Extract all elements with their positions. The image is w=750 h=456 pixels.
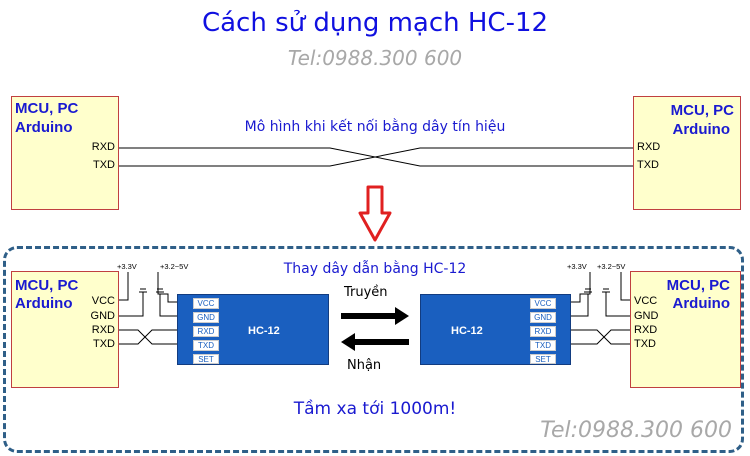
box-title-line1: MCU, PC bbox=[666, 277, 730, 294]
supply-3v3-right: +3.3V bbox=[567, 262, 587, 271]
top-right-mcu-box: MCU, PC Arduino RXD TXD bbox=[633, 96, 741, 210]
box-title-line1: MCU, PC bbox=[15, 277, 79, 294]
phone-number-bottom: Tel:0988.300 600 bbox=[540, 418, 732, 443]
pin-rxd: RXD bbox=[91, 141, 115, 153]
box-title-line2: Arduino bbox=[15, 295, 73, 312]
module-label: HC-12 bbox=[451, 325, 483, 337]
diagram-title: Cách sử dụng mạch HC-12 bbox=[201, 8, 549, 38]
top-left-mcu-box: MCU, PC Arduino RXD TXD bbox=[11, 96, 119, 210]
pin-vcc: VCC bbox=[634, 295, 658, 307]
module-label: HC-12 bbox=[248, 325, 280, 337]
box-title-line1: MCU, PC bbox=[670, 102, 734, 119]
module-pin-rxd: RXD bbox=[530, 326, 556, 337]
receive-label: Nhận bbox=[347, 358, 382, 373]
down-arrow-icon bbox=[358, 185, 392, 242]
module-pin-gnd: GND bbox=[193, 312, 219, 323]
module-pin-txd: TXD bbox=[193, 340, 219, 351]
phone-number-top: Tel:0988.300 600 bbox=[287, 46, 463, 70]
module-pin-txd: TXD bbox=[530, 340, 556, 351]
box-title-line2: Arduino bbox=[15, 119, 73, 136]
hc12-module-right: VCC GND RXD TXD SET HC-12 bbox=[420, 294, 571, 365]
module-pin-gnd: GND bbox=[530, 312, 556, 323]
hc12-caption: Thay dây dẫn bằng HC-12 bbox=[283, 261, 467, 277]
module-pin-vcc: VCC bbox=[193, 298, 219, 309]
range-text: Tầm xa tới 1000m! bbox=[293, 399, 457, 419]
hc12-module-left: VCC GND RXD TXD SET HC-12 bbox=[177, 294, 329, 365]
pin-vcc: VCC bbox=[91, 295, 115, 307]
pin-txd: TXD bbox=[637, 159, 659, 171]
bottom-right-mcu-box: MCU, PC Arduino VCC GND RXD TXD bbox=[630, 271, 741, 388]
pin-rxd: RXD bbox=[91, 324, 115, 336]
pin-txd: TXD bbox=[634, 338, 656, 350]
pin-txd: TXD bbox=[93, 338, 115, 350]
pin-rxd: RXD bbox=[634, 324, 658, 336]
transmit-label: Truyền bbox=[344, 285, 388, 300]
module-pin-rxd: RXD bbox=[193, 326, 219, 337]
wired-model-caption: Mô hình khi kết nối bằng dây tín hiệu bbox=[244, 119, 506, 135]
supply-3v3-left: +3.3V bbox=[117, 262, 137, 271]
bottom-left-mcu-box: MCU, PC Arduino VCC GND RXD TXD bbox=[11, 271, 119, 388]
pin-txd: TXD bbox=[93, 159, 115, 171]
module-pin-vcc: VCC bbox=[530, 298, 556, 309]
hc12-section-frame bbox=[3, 246, 744, 453]
box-title-line1: MCU, PC bbox=[15, 100, 79, 117]
supply-5v-right: +3.2~5V bbox=[597, 262, 626, 271]
box-title-line2: Arduino bbox=[672, 295, 731, 312]
box-title-line2: Arduino bbox=[672, 121, 731, 138]
pin-rxd: RXD bbox=[637, 141, 661, 153]
module-pin-set: SET bbox=[530, 354, 556, 364]
supply-5v-left: +3.2~5V bbox=[160, 262, 189, 271]
module-pin-set: SET bbox=[193, 354, 219, 364]
pin-gnd: GND bbox=[90, 310, 115, 322]
transmit-arrow-icon bbox=[341, 307, 409, 325]
receive-arrow-icon bbox=[341, 333, 409, 351]
pin-gnd: GND bbox=[634, 310, 659, 322]
